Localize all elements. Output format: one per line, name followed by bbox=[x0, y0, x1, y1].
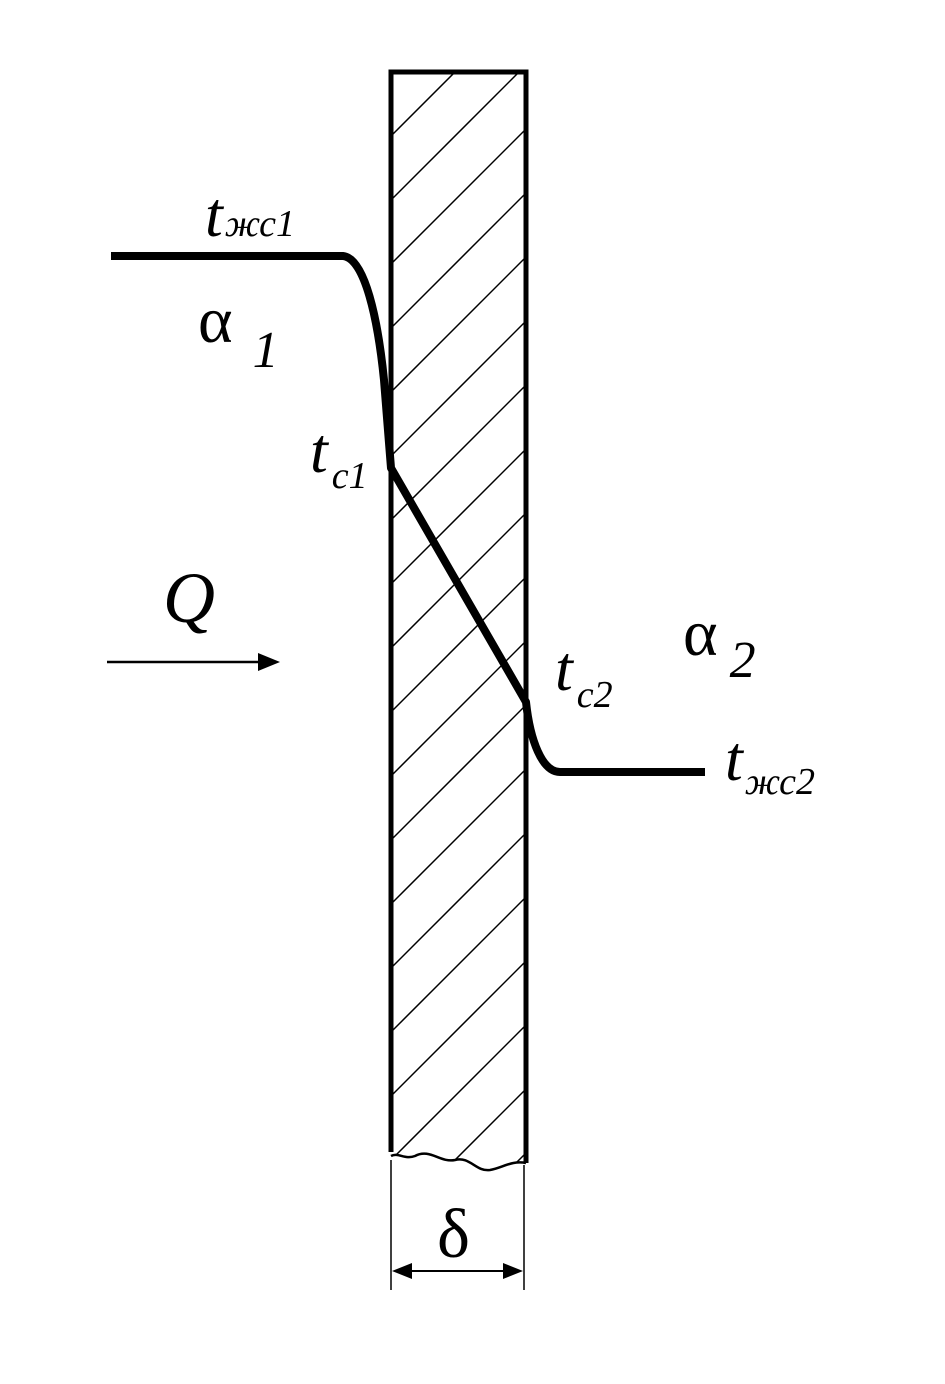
hatch-line bbox=[391, 128, 526, 265]
wall-break-line bbox=[390, 1152, 527, 1172]
hatch-line bbox=[391, 1088, 526, 1171]
hatch-line bbox=[391, 896, 526, 1033]
hatch-line bbox=[391, 704, 526, 841]
wall-outline bbox=[388, 69, 529, 1163]
hatch-line bbox=[391, 448, 526, 585]
hatch-line bbox=[391, 832, 526, 969]
hatch-line bbox=[391, 576, 526, 713]
hatch-line bbox=[391, 320, 526, 457]
double-arrow-icon bbox=[390, 1160, 525, 1290]
label-thickness: δ bbox=[437, 1196, 470, 1273]
hatch-line bbox=[391, 192, 526, 329]
hatch-line bbox=[391, 384, 526, 521]
label-t-fluid-1: tжс1 bbox=[205, 179, 295, 250]
wall bbox=[388, 69, 529, 1172]
hatch-line bbox=[391, 72, 526, 137]
hatch-line bbox=[391, 960, 526, 1097]
wall-hatching bbox=[391, 72, 526, 1171]
label-heat-flow: Q bbox=[163, 558, 215, 638]
hatch-line bbox=[391, 1024, 526, 1161]
right-arrow-icon bbox=[107, 653, 280, 671]
label-t-fluid-2: tжс2 bbox=[725, 723, 815, 803]
hatch-line bbox=[391, 256, 526, 393]
hatch-line bbox=[391, 72, 526, 201]
hatch-line bbox=[391, 768, 526, 905]
temperature-profile-curve bbox=[111, 252, 705, 776]
